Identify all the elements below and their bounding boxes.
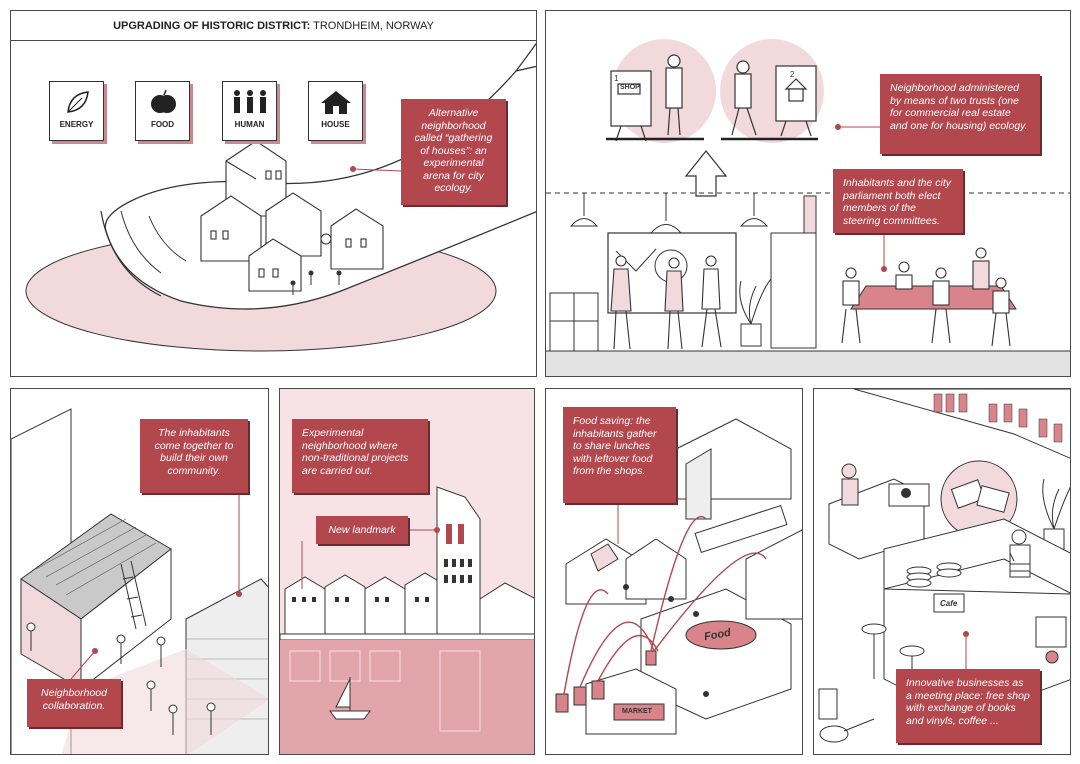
- page-title: UPGRADING OF HISTORIC DISTRICT: TRONDHEI…: [11, 11, 536, 41]
- callout-neighborhood-collaboration: Neighborhood collaboration.: [27, 679, 121, 727]
- sign-number-1: 1: [614, 74, 619, 83]
- market-sign: MARKET: [622, 708, 652, 715]
- icon-label-human: HUMAN: [234, 120, 265, 129]
- building-houses-illustration: [11, 408, 268, 754]
- panel-trusts-and-committees: 1 2: [545, 10, 1071, 377]
- panel-innovative-businesses: Cafe Innovative businesses as a meeting …: [813, 388, 1071, 755]
- icon-card-energy: ENERGY: [49, 81, 104, 141]
- leaf-icon: [67, 91, 89, 113]
- panel-food-saving: Food MARKET Food saving: the inhabitants…: [545, 388, 803, 755]
- hand-with-houses-illustration: [25, 42, 536, 352]
- governance-office-illustration: 1 2: [546, 39, 1070, 376]
- icon-card-house: HOUSE: [308, 81, 363, 141]
- icon-label-energy: ENERGY: [59, 120, 94, 129]
- callout-two-trusts: Neighborhood administered by means of tw…: [880, 74, 1040, 154]
- callout-experimental-neighborhood: Experimental neighborhood where non-trad…: [292, 419, 428, 493]
- panel-community-building: The inhabitants come together to build t…: [10, 388, 269, 755]
- callout-community: The inhabitants come together to build t…: [140, 419, 248, 493]
- callout-innovative-businesses: Innovative businesses as a meeting place…: [896, 669, 1040, 743]
- waterfront-illustration: [280, 486, 534, 754]
- apple-icon: [151, 89, 176, 113]
- house-icon: [321, 91, 351, 114]
- icon-label-food: FOOD: [150, 120, 175, 129]
- people-icon: [234, 90, 266, 113]
- shop-sign: SHOP: [620, 84, 640, 91]
- cafe-sign: Cafe: [940, 599, 958, 608]
- icon-card-human: HUMAN: [222, 81, 277, 141]
- callout-new-landmark: New landmark: [316, 516, 408, 544]
- callout-alternative-neighborhood: Alternative neighborhood called “gatheri…: [401, 99, 506, 205]
- sign-number-2: 2: [790, 70, 795, 79]
- title-bold: UPGRADING OF HISTORIC DISTRICT:: [113, 20, 311, 32]
- panel-new-landmark: Experimental neighborhood where non-trad…: [279, 388, 535, 755]
- icon-label-house: HOUSE: [321, 120, 350, 129]
- callout-food-saving: Food saving: the inhabitants gather to s…: [563, 407, 676, 503]
- panel-gathering-of-houses: UPGRADING OF HISTORIC DISTRICT: TRONDHEI…: [10, 10, 537, 377]
- icon-card-food: FOOD: [135, 81, 190, 141]
- title-rest: TRONDHEIM, NORWAY: [310, 20, 434, 32]
- callout-city-parliament: Inhabitants and the city parliament both…: [833, 169, 963, 233]
- food-sharing-illustration: [555, 418, 802, 735]
